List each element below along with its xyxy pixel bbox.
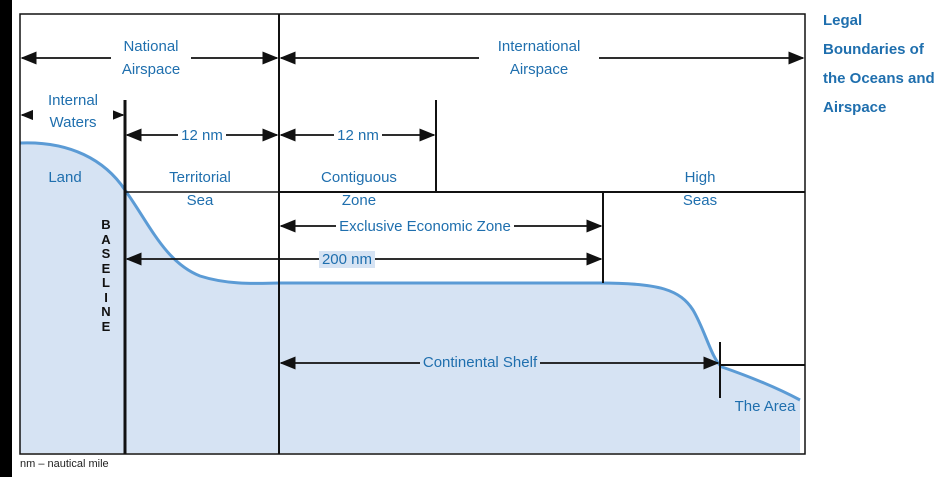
international-airspace-label: International Airspace [479,35,599,81]
internal-waters-label: Internal Waters [33,90,113,134]
baseline-letter: I [104,289,108,305]
eez-label: Exclusive Economic Zone [320,215,530,238]
label-line: Continental Shelf [419,354,541,371]
label-line: Airspace [479,58,599,81]
label-line: Internal [33,90,113,112]
territorial-sea-label: Territorial Sea [155,166,245,212]
label-line: Territorial [169,169,231,186]
label-line: High [684,169,716,186]
baseline-vertical-label: B A S E L I N E [94,217,118,334]
label-line: International [479,35,599,58]
label-line: Exclusive Economic Zone [336,218,514,235]
label-line: National [111,35,191,58]
baseline-letter: N [101,304,111,319]
title-line: the Oceans and [823,70,935,87]
seafloor-fill [20,142,800,453]
title-line: Legal [823,12,863,29]
baseline-letter: A [101,231,111,247]
baseline-letter: L [102,275,110,290]
label-line: Airspace [111,58,191,81]
diagram-title: Legal Boundaries of the Oceans and Airsp… [823,6,935,122]
territorial-distance-label: 12 nm [172,124,232,147]
land-label: Land [40,166,90,189]
eez-distance-label: 200 nm [312,248,382,271]
baseline-letter: E [101,318,111,334]
label-line: Contiguous [321,169,397,186]
label-line: Land [48,169,82,186]
continental-shelf-label: Continental Shelf [405,351,555,374]
label-line: 12 nm [178,127,226,144]
label-line: Zone [341,192,377,209]
baseline-letter: E [101,260,111,276]
label-line: 200 nm [318,251,376,268]
national-airspace-label: National Airspace [111,35,191,81]
baseline-letter: B [101,217,111,232]
label-line: Sea [186,192,214,209]
contiguous-zone-label: Contiguous Zone [309,166,409,212]
label-line: Waters [33,112,113,134]
contiguous-distance-label: 12 nm [328,124,388,147]
label-line: Seas [682,192,718,209]
diagram-frame [19,13,806,455]
title-line: Airspace [823,99,887,116]
left-edge-bar [0,0,12,477]
the-area-label: The Area [725,395,805,418]
label-line: 12 nm [334,127,382,144]
baseline-letter: S [101,246,111,261]
label-line: The Area [734,398,796,415]
footnote: nm – nautical mile [20,458,109,470]
high-seas-label: High Seas [670,166,730,212]
title-line: Boundaries of [823,41,924,58]
